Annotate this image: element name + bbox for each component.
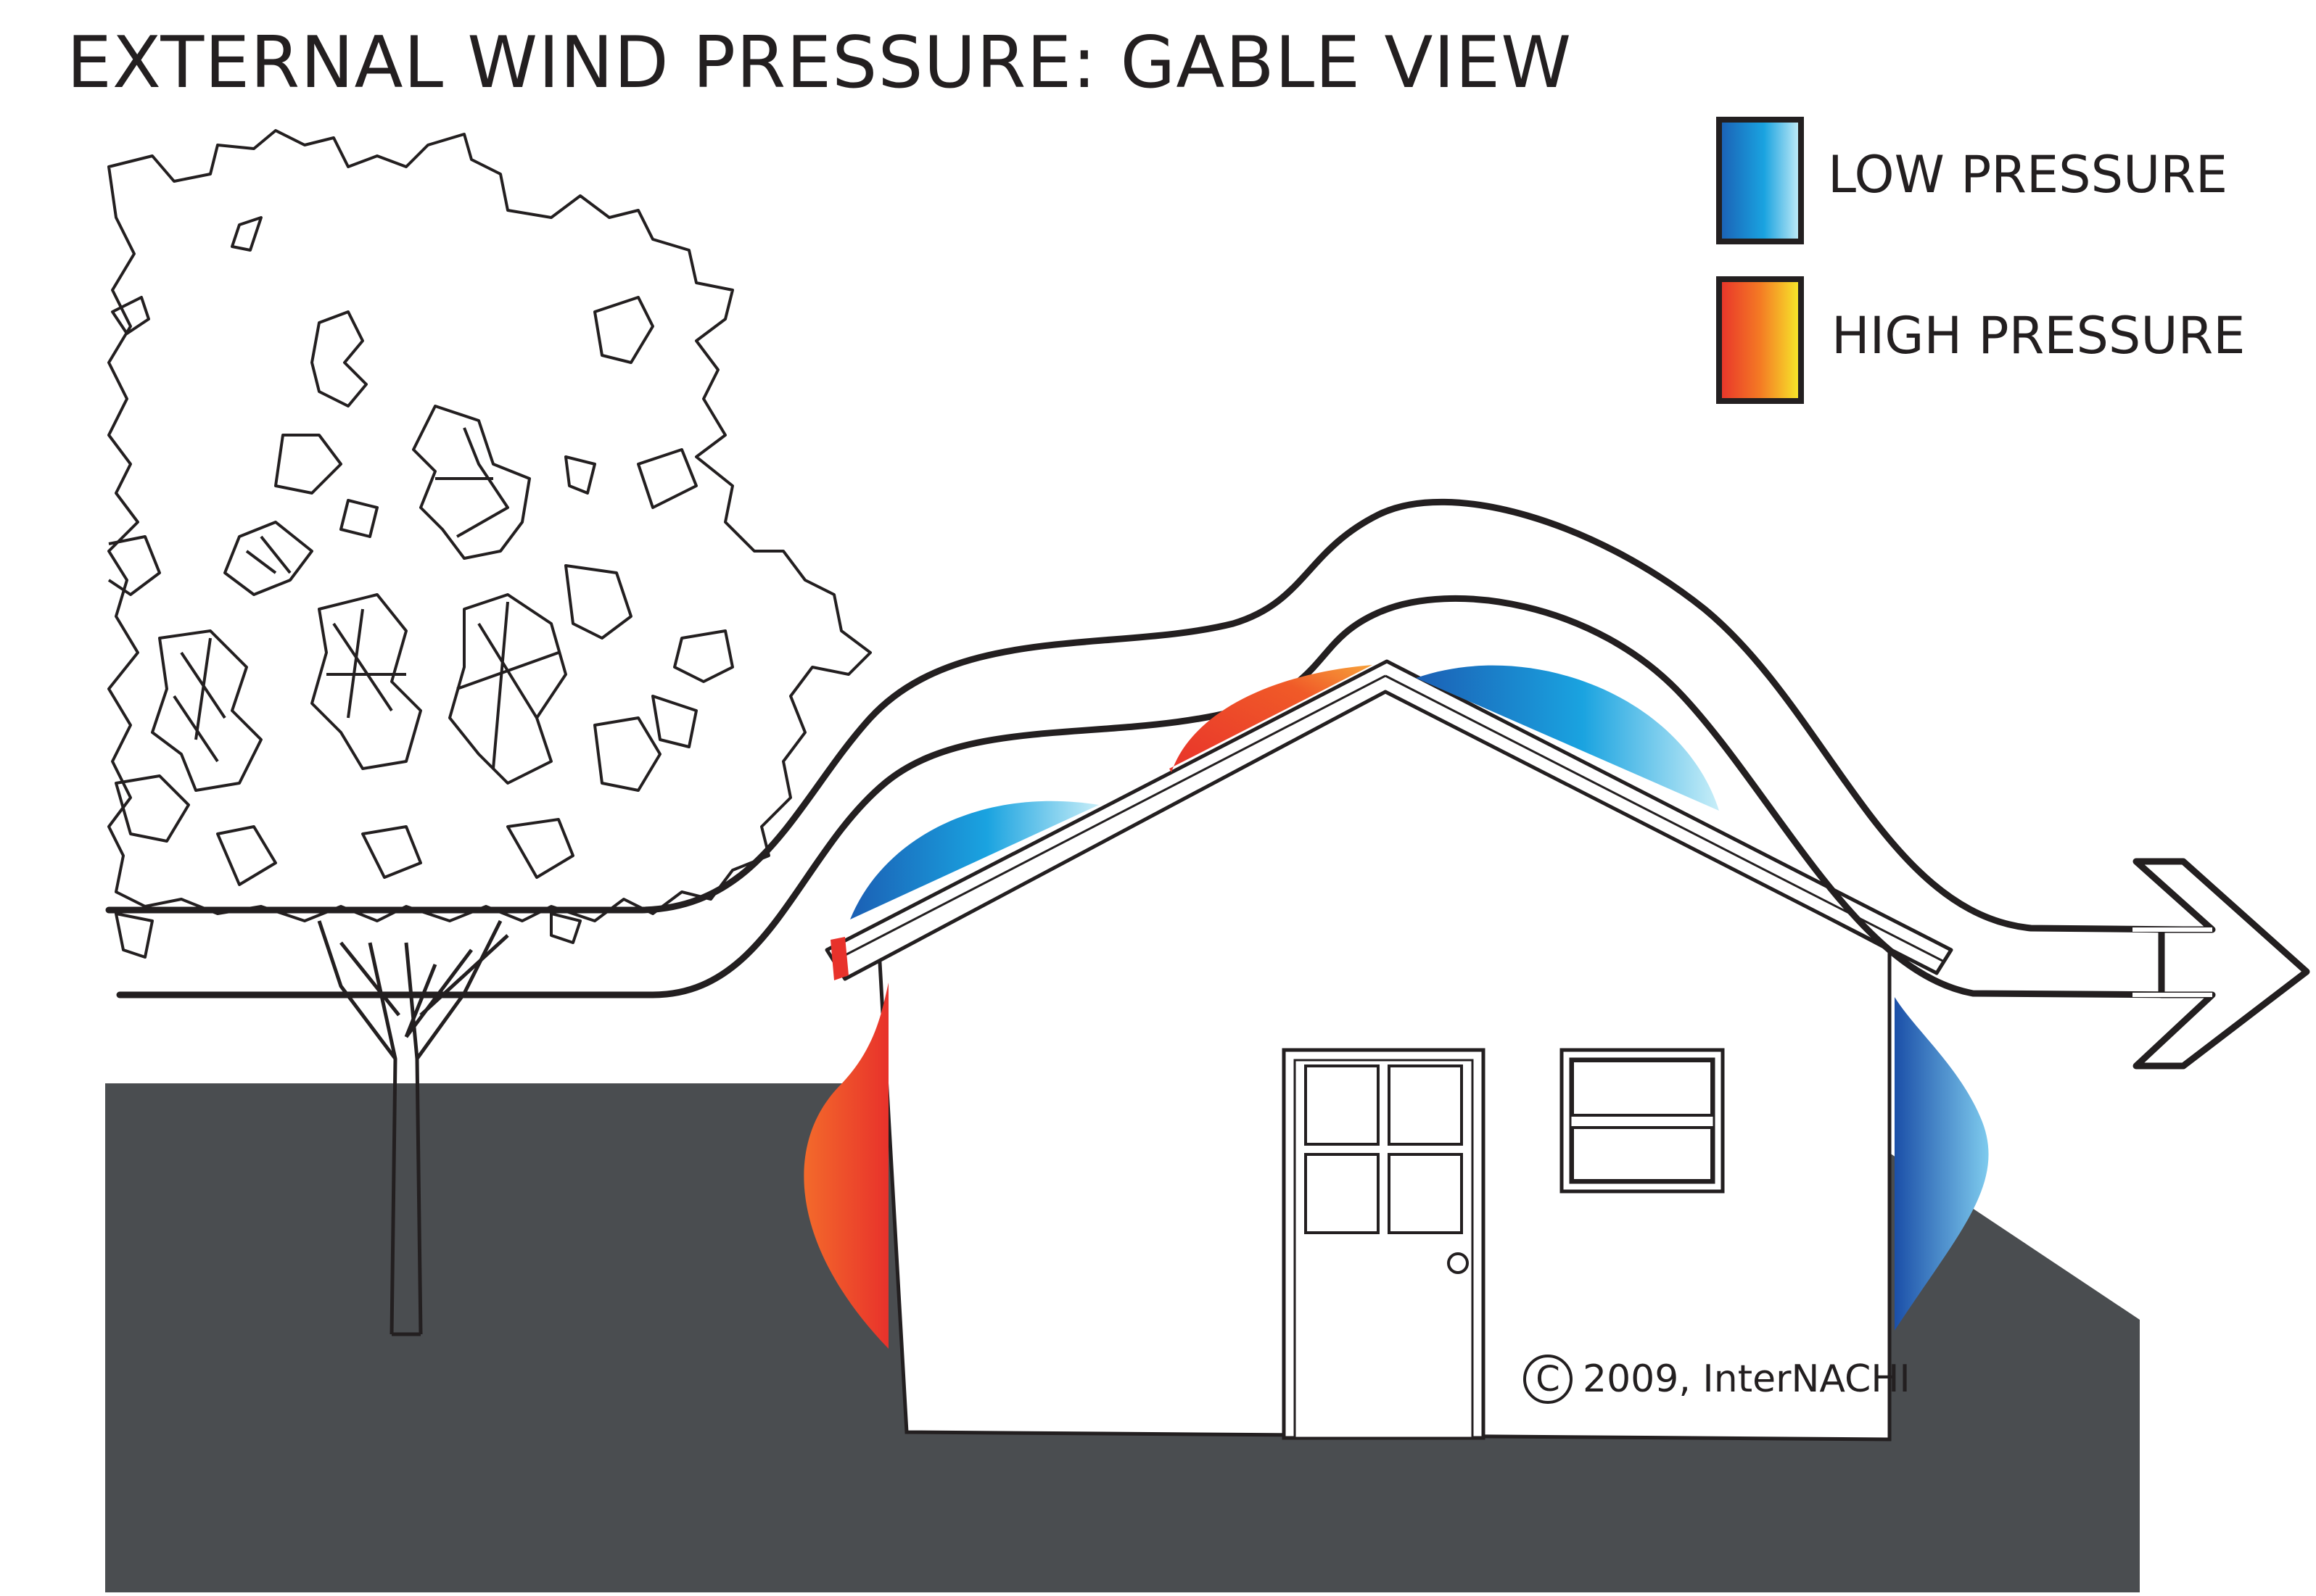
low-pressure-label: LOW PRESSURE (1828, 145, 2228, 204)
diagram-title: EXTERNAL WIND PRESSURE: GABLE VIEW (67, 22, 1573, 104)
door (1282, 1048, 1485, 1440)
wind-arrow-shaft (2132, 927, 2212, 997)
tree-foliage (107, 129, 872, 959)
high-pressure-swatch (1716, 276, 1804, 404)
wind-flow-lines (105, 498, 2187, 998)
copyright-icon: C (1523, 1355, 1573, 1404)
low-pressure-windward-roof (850, 801, 1099, 919)
high-pressure-windward-wall (804, 983, 889, 1349)
copyright-text: 2009, InterNACHI (1583, 1357, 1911, 1401)
copyright-credit: C 2009, InterNACHI (1523, 1355, 1911, 1404)
window (1559, 1048, 1725, 1194)
low-pressure-leeward-wall (1895, 997, 1989, 1331)
low-pressure-swatch (1716, 117, 1804, 244)
high-pressure-eave (831, 937, 849, 980)
tree-trunk (317, 919, 509, 1336)
high-pressure-label: HIGH PRESSURE (1831, 306, 2246, 365)
low-pressure-leeward-roof (1416, 665, 1719, 811)
wind-arrow-head (2132, 858, 2310, 1070)
